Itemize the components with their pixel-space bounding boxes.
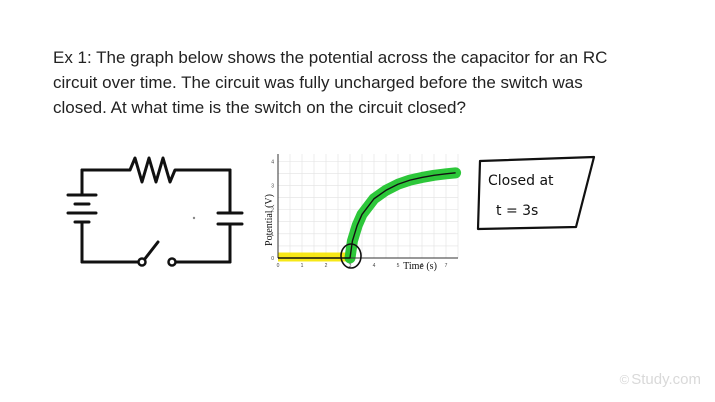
y-tick-label: 4 xyxy=(271,159,274,165)
chart-series xyxy=(278,172,456,259)
x-axis-label: Time (s) xyxy=(403,261,437,272)
battery xyxy=(66,193,98,224)
x-tick-label: 2 xyxy=(325,263,328,269)
y-tick-label: 0 xyxy=(271,256,274,262)
circled-point xyxy=(340,243,362,269)
rc-circuit-diagram xyxy=(66,156,244,267)
answer-line-1: Closed at xyxy=(488,173,554,189)
copyright-icon: © xyxy=(619,372,630,387)
y-tick-label: 3 xyxy=(271,183,274,189)
x-tick-label: 4 xyxy=(373,263,376,269)
chart-ticks: 0 1 2 3 4 5 6 7 0 1 2 3 4 xyxy=(271,159,447,269)
y-tick-label: 2 xyxy=(271,208,274,214)
answer-box: Closed at t = 3s xyxy=(476,155,596,231)
y-tick-label: 1 xyxy=(271,232,274,238)
capacitor xyxy=(216,211,244,226)
x-tick-label: 3 xyxy=(349,263,352,269)
switch-lever xyxy=(142,240,160,262)
x-tick-label: 0 xyxy=(277,263,280,269)
chart-annotations xyxy=(340,243,362,269)
resistor xyxy=(80,156,232,184)
answer-line-2: t = 3s xyxy=(496,203,538,219)
series-line xyxy=(278,172,456,259)
stray-dot xyxy=(192,216,196,220)
x-tick-label: 1 xyxy=(301,263,304,269)
x-tick-label: 6 xyxy=(421,263,424,269)
watermark-text: Study.com xyxy=(631,371,701,388)
x-tick-label: 5 xyxy=(397,263,400,269)
y-axis-label: Potential (V) xyxy=(264,194,275,246)
switch-contact-left xyxy=(137,257,147,267)
potential-time-graph: 0 1 2 3 4 5 6 7 0 1 2 3 4 Potential (V) Time (s) xyxy=(264,154,462,272)
switch-contact-right xyxy=(167,257,177,267)
study-watermark: ©Study.com xyxy=(620,371,701,388)
answer-box-outline xyxy=(476,155,596,231)
x-tick-label: 7 xyxy=(445,263,448,269)
question-text: Ex 1: The graph below shows the potentia… xyxy=(53,48,608,117)
